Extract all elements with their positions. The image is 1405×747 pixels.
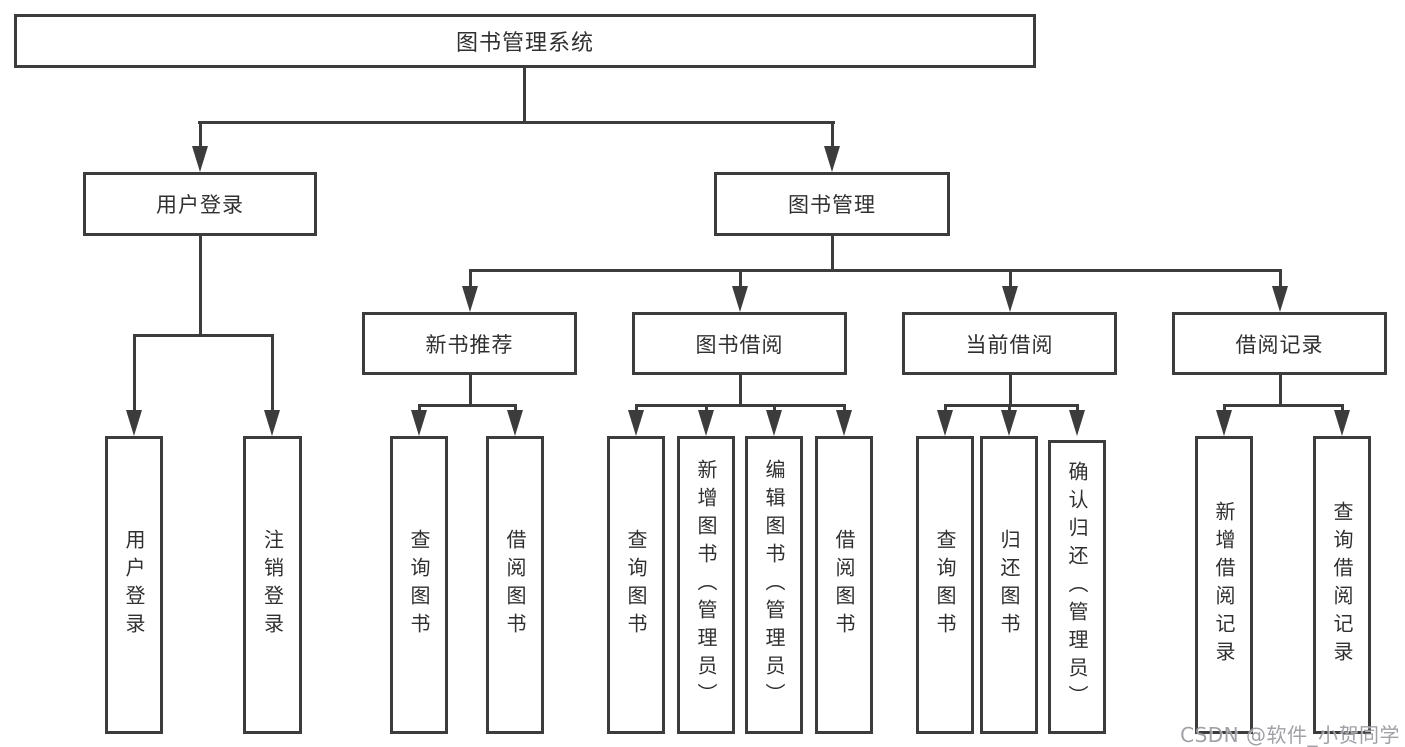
connector-line <box>199 236 202 337</box>
connector-line <box>831 121 834 149</box>
arrow-down-icon <box>937 410 953 436</box>
node-user-login: 用户登录 <box>83 172 317 236</box>
arrow-down-icon <box>1069 410 1085 436</box>
leaf-confirm-return-admin: 确认归还（管理员） <box>1048 440 1106 734</box>
connector-line <box>1009 269 1012 289</box>
arrow-down-icon <box>1216 410 1232 436</box>
arrow-down-icon <box>824 146 840 172</box>
arrow-down-icon <box>507 410 523 436</box>
arrow-down-icon <box>1002 286 1018 312</box>
leaf-query-books-2: 查询图书 <box>607 436 665 734</box>
arrow-down-icon <box>462 286 478 312</box>
connector-line <box>469 375 472 407</box>
node-book-borrow: 图书借阅 <box>632 312 847 375</box>
arrow-down-icon <box>628 410 644 436</box>
leaf-query-books-1: 查询图书 <box>390 436 448 734</box>
leaf-user-login: 用户登录 <box>105 436 163 734</box>
connector-line <box>469 269 472 289</box>
connector-line <box>199 121 202 149</box>
leaf-borrow-books-2: 借阅图书 <box>815 436 873 734</box>
connector-line <box>418 404 421 414</box>
node-borrow-records: 借阅记录 <box>1172 312 1387 375</box>
arrow-down-icon <box>192 146 208 172</box>
leaf-add-books-admin: 新增图书（管理员） <box>677 436 735 734</box>
connector-line <box>843 404 846 414</box>
connector-line <box>133 334 274 337</box>
arrow-down-icon <box>766 410 782 436</box>
leaf-edit-books-admin: 编辑图书（管理员） <box>745 436 803 734</box>
arrow-down-icon <box>836 410 852 436</box>
leaf-borrow-books-1: 借阅图书 <box>486 436 544 734</box>
leaf-return-books: 归还图书 <box>980 436 1038 734</box>
node-new-book-recommend: 新书推荐 <box>362 312 577 375</box>
connector-line <box>133 334 136 410</box>
connector-line <box>514 404 517 414</box>
connector-line <box>198 121 835 124</box>
connector-line <box>418 404 517 407</box>
arrow-down-icon <box>1334 410 1350 436</box>
connector-line <box>635 404 846 407</box>
connector-line <box>1009 375 1012 407</box>
leaf-query-borrow-record: 查询借阅记录 <box>1313 436 1371 734</box>
connector-line <box>773 404 776 414</box>
arrow-down-icon <box>411 410 427 436</box>
leaf-logout: 注销登录 <box>243 436 302 734</box>
connector-line <box>705 404 708 414</box>
connector-line <box>635 404 638 414</box>
node-root-system: 图书管理系统 <box>14 14 1036 68</box>
connector-line <box>1076 404 1079 414</box>
arrow-down-icon <box>1272 286 1288 312</box>
arrow-down-icon <box>126 410 142 436</box>
connector-line <box>1279 375 1282 407</box>
connector-line <box>1279 269 1282 289</box>
connector-line <box>944 404 1079 407</box>
connector-line <box>831 236 834 272</box>
arrow-down-icon <box>264 410 280 436</box>
node-current-borrow: 当前借阅 <box>902 312 1117 375</box>
connector-line <box>1223 404 1344 407</box>
connector-line <box>1223 404 1226 414</box>
connector-line <box>1008 404 1011 414</box>
leaf-add-borrow-record: 新增借阅记录 <box>1195 436 1253 734</box>
arrow-down-icon <box>1001 410 1017 436</box>
connector-line <box>739 375 742 407</box>
watermark: CSDN @软件_小贺同学 <box>1180 723 1400 747</box>
connector-line <box>523 68 526 124</box>
connector-line <box>271 334 274 410</box>
node-book-management: 图书管理 <box>714 172 950 236</box>
connector-line <box>1341 404 1344 414</box>
arrow-down-icon <box>732 286 748 312</box>
arrow-down-icon <box>698 410 714 436</box>
connector-line <box>469 269 1282 272</box>
leaf-query-books-3: 查询图书 <box>916 436 974 734</box>
connector-line <box>739 269 742 289</box>
connector-line <box>944 404 947 414</box>
